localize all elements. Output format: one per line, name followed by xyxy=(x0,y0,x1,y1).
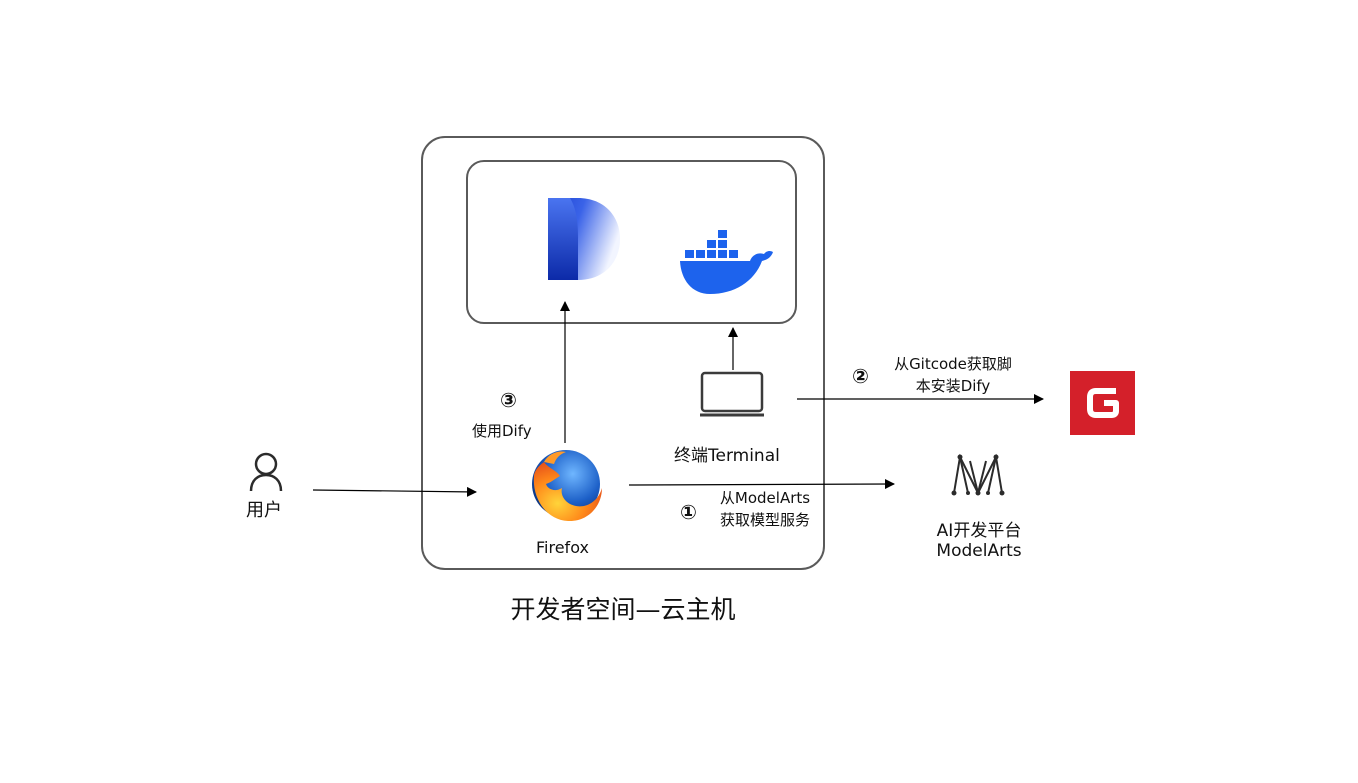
step2-number: ② xyxy=(852,364,869,388)
gitcode-g-icon xyxy=(1087,388,1119,418)
step1-text-line1: 从ModelArts xyxy=(719,489,811,507)
modelarts-label-line2: ModelArts xyxy=(936,541,1022,561)
step3-text: 使用Dify xyxy=(472,422,532,440)
arrow-firefox-to-modelarts xyxy=(628,479,895,490)
terminal-label: 终端Terminal xyxy=(674,446,780,466)
modelarts-label-line1: AI开发平台 xyxy=(936,521,1022,541)
dify-logo xyxy=(548,198,620,280)
step2-text-line1: 从Gitcode获取脚 xyxy=(894,355,1012,373)
monitor-icon xyxy=(700,371,764,417)
docker-logo xyxy=(680,230,773,294)
gitcode-logo xyxy=(1070,371,1135,435)
arrow-user-to-firefox xyxy=(312,486,477,497)
person-icon xyxy=(249,452,283,492)
step2-text-line2: 本安装Dify xyxy=(915,377,991,395)
step3-number: ③ xyxy=(500,388,517,412)
user-label: 用户 xyxy=(246,500,282,521)
modelarts-logo xyxy=(951,453,1005,496)
services-container xyxy=(466,160,797,324)
firefox-icon[interactable] xyxy=(526,446,604,524)
step1-text-line2: 获取模型服务 xyxy=(719,511,810,529)
step1-number: ① xyxy=(680,500,697,524)
cloud-host-container xyxy=(421,136,825,570)
host-caption: 开发者空间—云主机 xyxy=(510,595,736,624)
firefox-label: Firefox xyxy=(536,538,589,557)
